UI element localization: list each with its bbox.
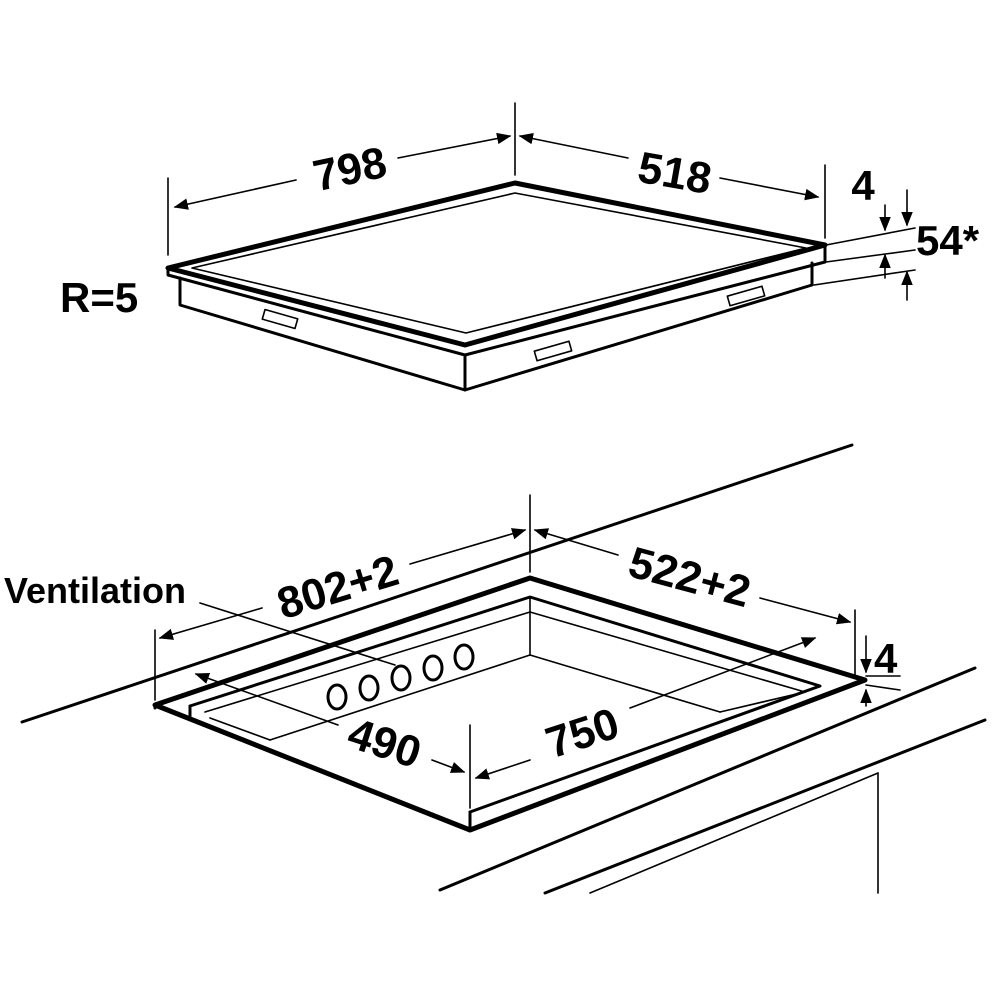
ventilation-holes — [326, 643, 475, 711]
cutout-drawing — [152, 575, 868, 833]
mounting-clip — [726, 285, 766, 307]
label-cutout-depth: 522+2 — [624, 538, 756, 617]
dimension-worktop-offset: 4 — [860, 635, 901, 707]
dimension-cutout-depth: 522+2 — [533, 528, 856, 676]
label-inner-depth: 490 — [342, 709, 427, 778]
label-total-height: 54* — [916, 217, 980, 264]
label-inner-width: 750 — [540, 699, 625, 768]
label-hob-depth: 518 — [634, 143, 715, 204]
mounting-clip — [533, 340, 573, 362]
label-hob-width: 798 — [309, 138, 391, 201]
cutout-outline — [152, 575, 868, 833]
label-worktop-offset: 4 — [874, 635, 898, 682]
label-corner-radius: R=5 — [60, 274, 138, 321]
hob-drawing — [165, 180, 828, 392]
dimension-hob-height: 4 54* — [813, 162, 980, 301]
mounting-clip — [261, 308, 299, 330]
label-ventilation: Ventilation — [4, 570, 186, 611]
dimension-hob-width: 798 — [167, 102, 516, 256]
worktop — [20, 443, 987, 895]
label-glass-thickness: 4 — [851, 162, 875, 209]
hob-glass-inner-border — [191, 192, 807, 334]
hob-body — [178, 261, 814, 392]
dimension-inner-depth: 490 — [194, 672, 471, 809]
